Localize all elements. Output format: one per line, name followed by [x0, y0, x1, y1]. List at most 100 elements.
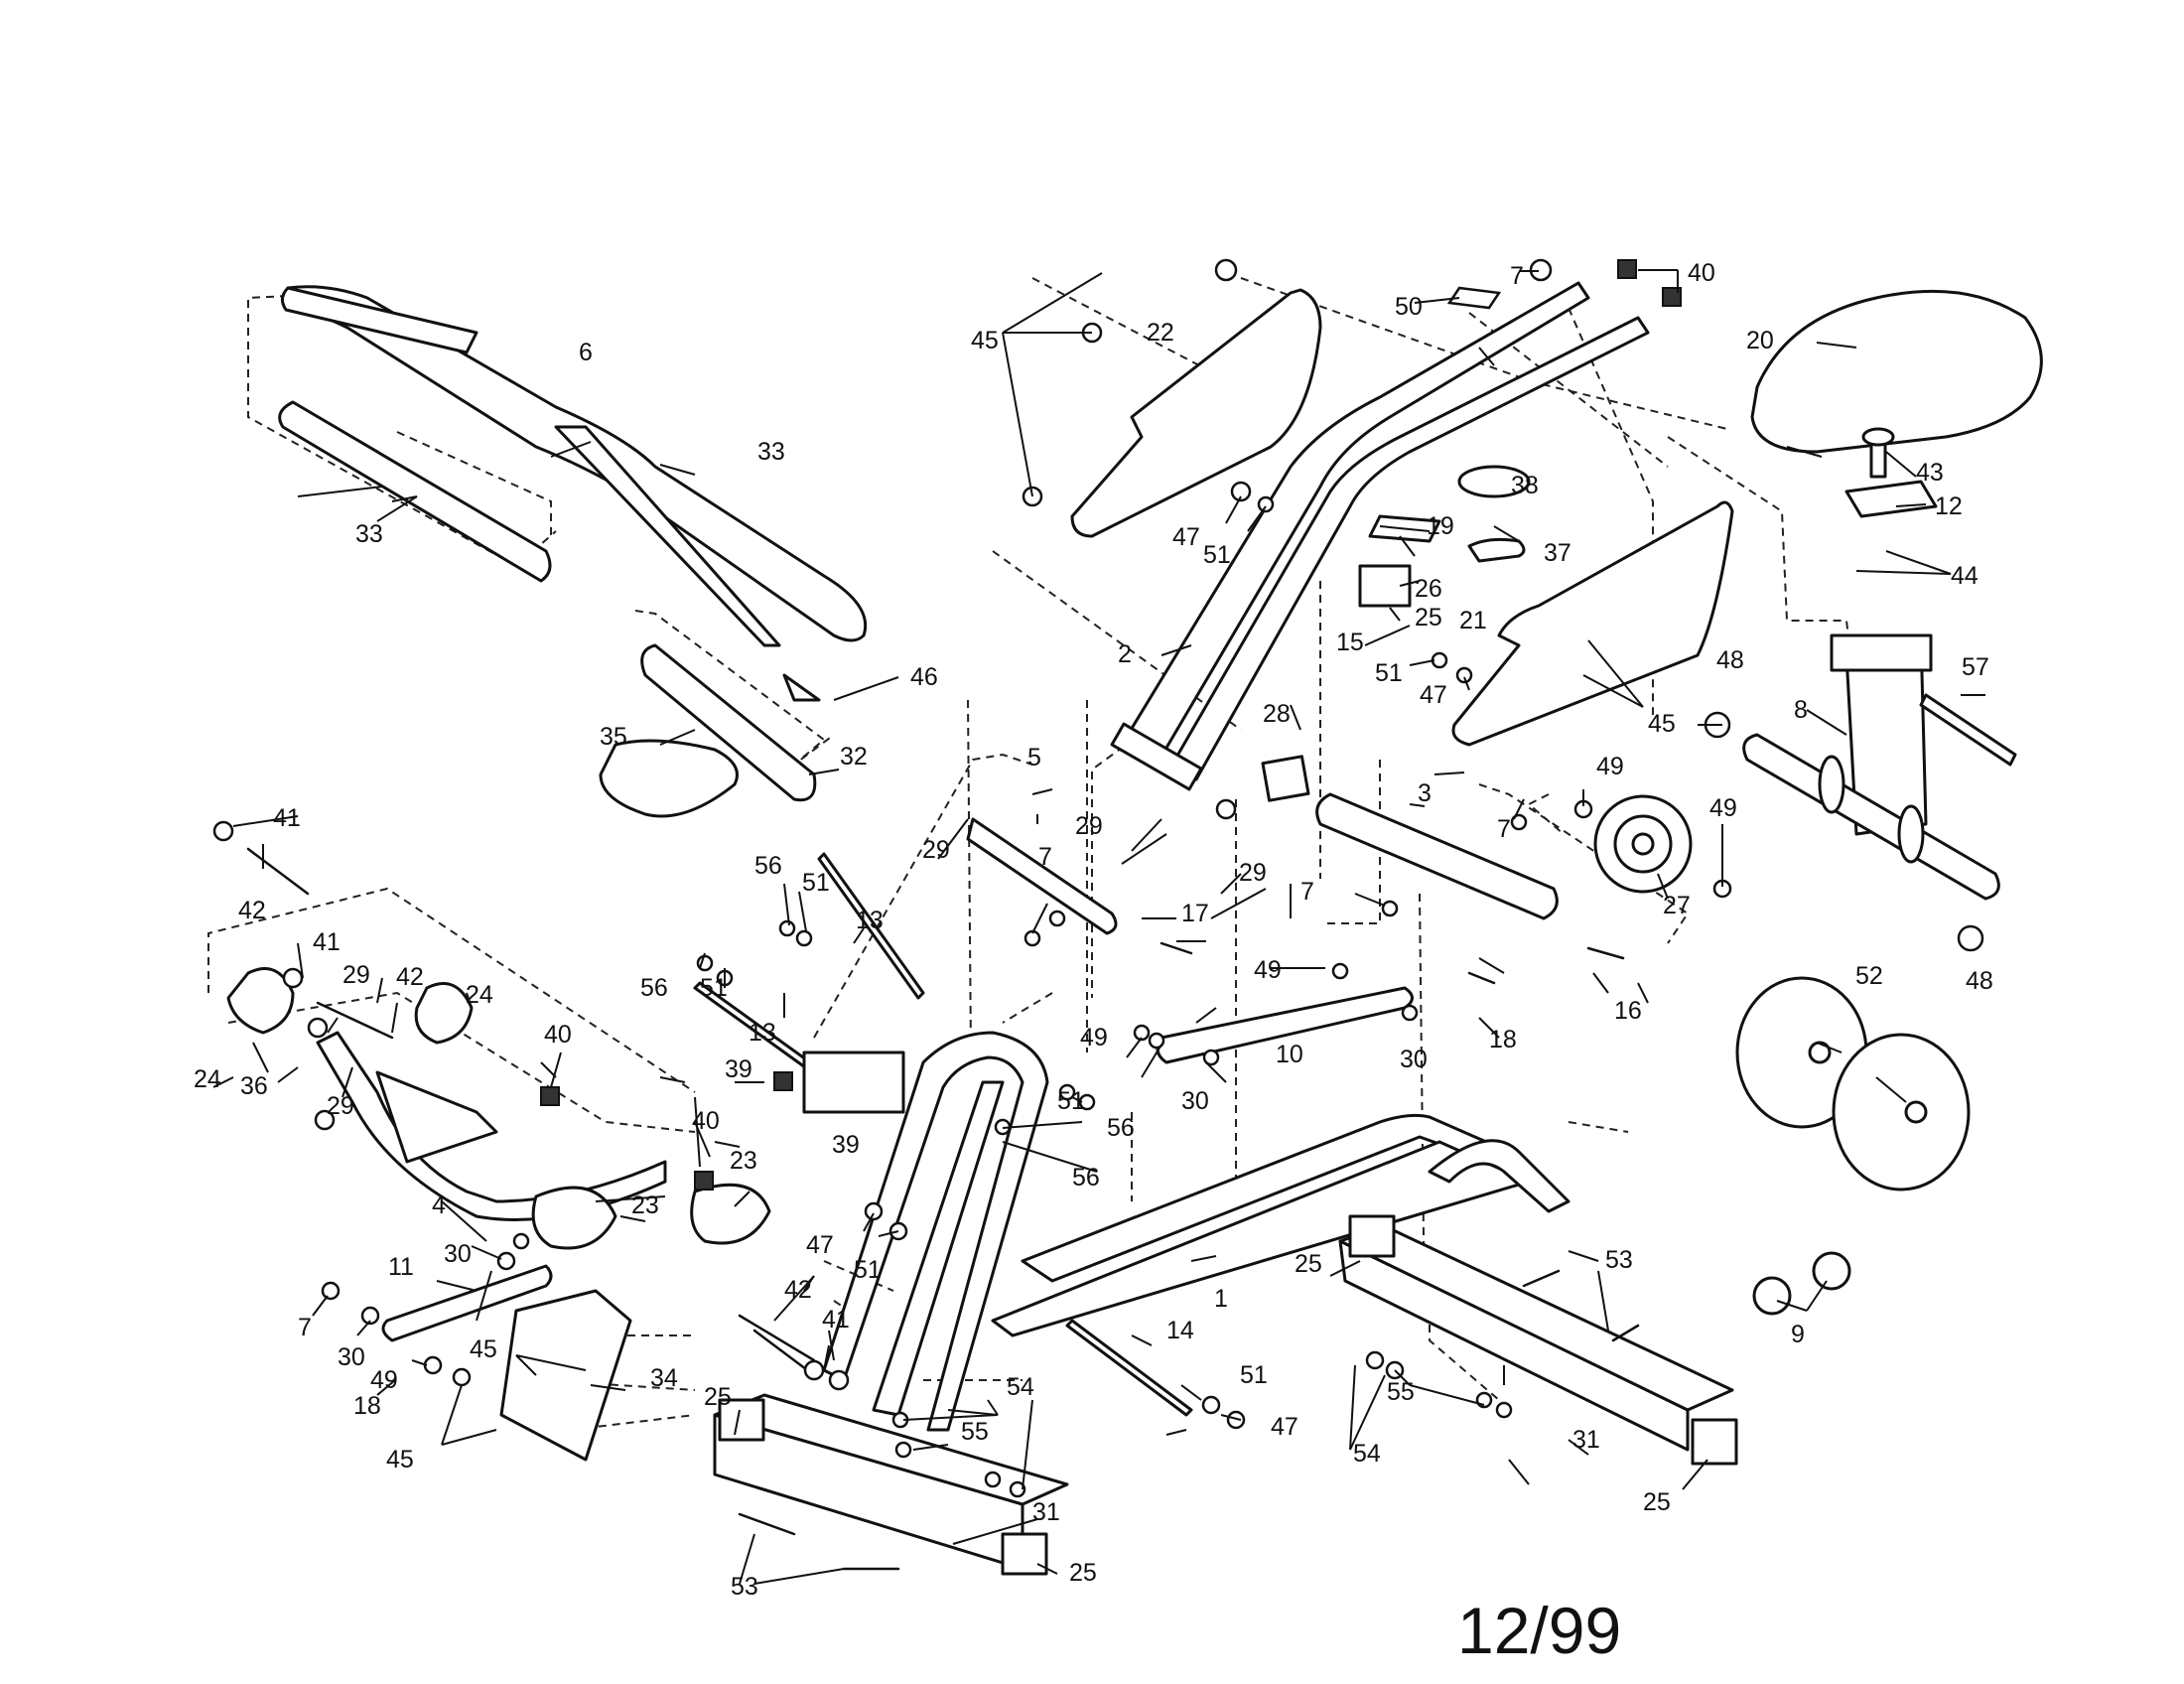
callout-17: 17 [1181, 900, 1209, 927]
callout-30-mid: 30 [444, 1240, 472, 1268]
callout-19: 19 [1427, 512, 1454, 540]
shroud-22 [1070, 288, 1322, 538]
seat-post-frame [1070, 281, 1734, 802]
callout-57: 57 [1962, 653, 1989, 681]
callout-39-left: 39 [725, 1055, 752, 1083]
callout-2: 2 [1118, 640, 1132, 668]
callout-52: 52 [1855, 962, 1883, 990]
pedal-frame-4 [226, 739, 771, 1250]
shroud-21 [1451, 500, 1734, 747]
callout-56-left: 56 [640, 974, 668, 1002]
front-upright-b [872, 1080, 1005, 1417]
callout-23-right: 23 [730, 1147, 757, 1175]
collar-9a [1752, 1276, 1792, 1316]
seat-35 [599, 739, 739, 818]
plate-34 [499, 1289, 632, 1462]
callout-14: 14 [1166, 1317, 1194, 1344]
callout-10: 10 [1276, 1041, 1303, 1068]
tube-32 [640, 643, 817, 802]
collar-9b [1812, 1251, 1851, 1291]
pedal-23b [690, 1183, 771, 1245]
handlebar-assembly [278, 285, 868, 802]
callout-24-right: 24 [466, 981, 493, 1009]
callout-13-bottom: 13 [749, 1019, 776, 1047]
callout-29-pedal-top: 29 [342, 961, 370, 989]
callout-33-right: 33 [757, 438, 785, 466]
callout-7-top: 7 [1510, 262, 1524, 290]
callout-51-bottom: 51 [1240, 1361, 1268, 1389]
callout-15: 15 [1336, 629, 1364, 656]
pedal-arm-4 [316, 1031, 667, 1221]
leader-lines [212, 269, 1985, 1585]
axle-8 [1742, 733, 2000, 901]
frame-crossbar [1110, 722, 1203, 791]
callout-30-left: 30 [338, 1343, 365, 1371]
arm-5 [966, 817, 1118, 935]
callout-49-wheel-left: 49 [1596, 753, 1624, 780]
frame-tube-2b [1164, 316, 1650, 781]
callout-16: 16 [1614, 997, 1642, 1025]
callout-29-arm: 29 [1239, 859, 1267, 887]
callout-31-rear: 31 [1572, 1426, 1600, 1454]
bracket-12 [1844, 480, 1938, 518]
flywheel-and-weights [1593, 794, 1971, 1316]
callout-20: 20 [1746, 327, 1774, 354]
linkage-arms [381, 792, 1559, 1342]
knob-37 [1467, 537, 1526, 563]
callout-56-bottom: 56 [1072, 1164, 1100, 1192]
foot-cap-25b [1001, 1532, 1048, 1576]
callout-50: 50 [1395, 293, 1423, 321]
callout-25-top: 25 [1415, 604, 1442, 632]
callout-29-pedal: 29 [327, 1092, 354, 1120]
callout-48-bottom: 48 [1966, 967, 1993, 995]
pedal-24a [226, 967, 295, 1035]
handlebar-grip-upper [281, 286, 478, 354]
callout-41-top: 41 [273, 804, 301, 832]
callout-47-bottom: 47 [1271, 1413, 1298, 1441]
pedal-24b [414, 982, 474, 1045]
pedal-23a [531, 1186, 617, 1250]
rear-hoop [1428, 1139, 1570, 1213]
callout-30-right: 30 [1400, 1046, 1428, 1073]
callout-29-frame: 29 [1075, 812, 1103, 840]
callout-42-mid: 42 [396, 963, 424, 991]
callout-45-top: 45 [971, 327, 999, 354]
callout-7-left: 7 [298, 1314, 312, 1341]
callout-41-bottom: 41 [822, 1306, 850, 1333]
bracket-39 [802, 1051, 905, 1114]
callout-12: 12 [1935, 492, 1963, 520]
post-8-head [1830, 633, 1933, 672]
callout-42-top: 42 [238, 897, 266, 924]
callout-45-plate-bottom: 45 [386, 1446, 414, 1474]
callout-29-linkage: 29 [922, 836, 950, 864]
callout-51-arm: 51 [700, 974, 728, 1002]
front-upright [822, 1031, 1049, 1432]
callout-49-linkage: 49 [1080, 1024, 1108, 1052]
callout-49-arm: 49 [1254, 956, 1282, 984]
callout-54-front: 54 [1007, 1373, 1034, 1401]
callout-3: 3 [1418, 779, 1432, 807]
callout-40-top: 40 [1688, 259, 1715, 287]
callout-38: 38 [1511, 472, 1539, 499]
callout-39-right: 39 [832, 1131, 860, 1159]
callout-56-frame: 56 [1107, 1114, 1135, 1142]
callout-30-center: 30 [1181, 1087, 1209, 1115]
callout-21: 21 [1459, 607, 1487, 634]
callout-51-left: 51 [854, 1256, 882, 1284]
callout-7-center: 7 [1300, 878, 1314, 906]
callout-51-mid: 51 [1375, 659, 1403, 687]
callout-9: 9 [1791, 1321, 1805, 1348]
callout-40-center: 40 [692, 1107, 720, 1135]
callout-49-wheel-right: 49 [1709, 794, 1737, 822]
tip-46 [782, 673, 821, 702]
callout-45-right: 45 [1648, 710, 1676, 738]
callout-7-right: 7 [1497, 815, 1511, 843]
callout-51-linkage: 51 [802, 869, 830, 897]
callout-56-top: 56 [754, 852, 782, 880]
callout-6: 6 [579, 339, 593, 366]
grip-tube-33 [278, 400, 552, 583]
callout-18-right: 18 [1489, 1026, 1517, 1053]
callout-13-top: 13 [856, 907, 884, 934]
main-frame [499, 1031, 1738, 1576]
